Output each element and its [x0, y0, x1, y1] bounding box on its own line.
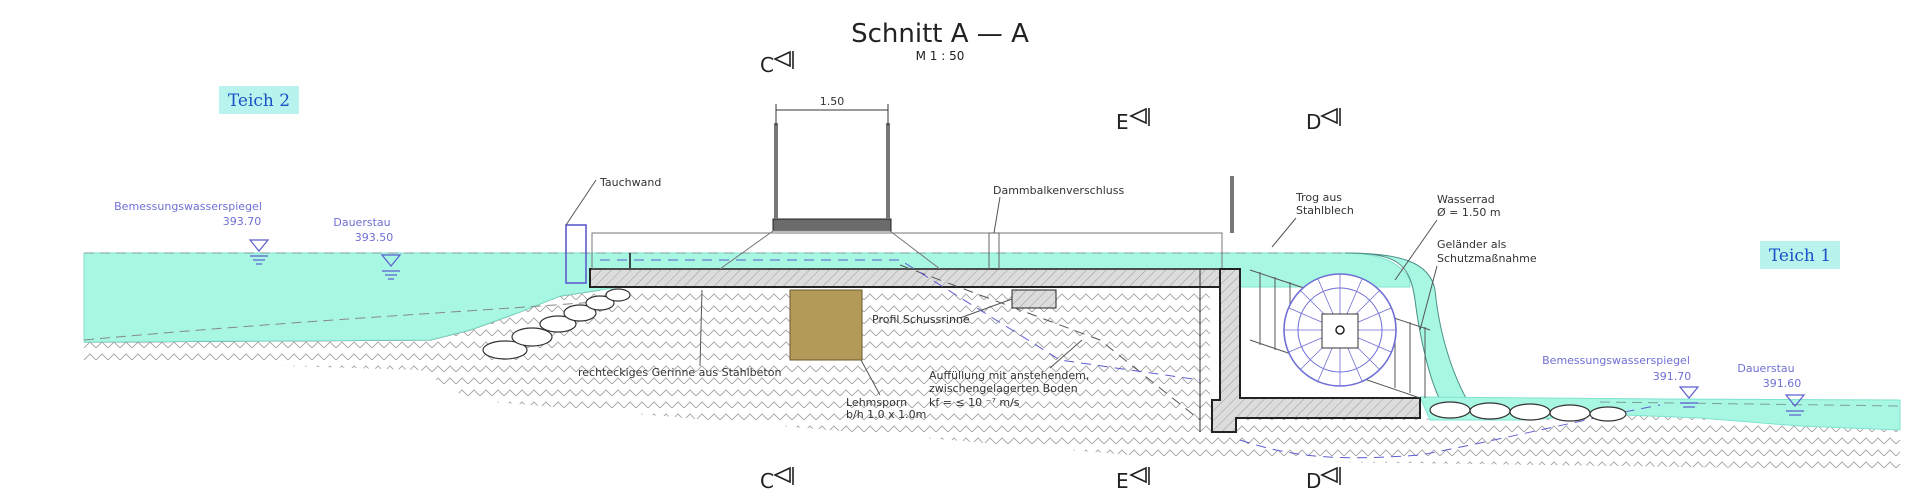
section-marker-d-top: D [1306, 107, 1341, 134]
section-arrow-icon [1320, 107, 1338, 125]
section-marker-d-bottom-label: D [1306, 469, 1321, 493]
downstream-design-level-label: Bemessungswasserspiegel [1542, 354, 1690, 367]
annotation-auffuellung-3: kf = ≤ 10 ⁻⁷ m/s [929, 396, 1020, 409]
dimension-label: 1.50 [820, 95, 845, 108]
pond-label-text: Teich 2 [228, 91, 290, 111]
annotation-trog-1: Trog aus [1295, 191, 1342, 204]
section-marker-d-top-label: D [1306, 110, 1321, 134]
annotation-tauchwand: Tauchwand [599, 176, 661, 189]
water-level-icon [248, 239, 270, 252]
level-symbol-downstream-permanent [1784, 394, 1806, 416]
drawing-scale: M 1 : 50 [916, 49, 965, 63]
annotation-trog-2: Stahlblech [1296, 204, 1354, 217]
level-symbol-downstream-design [1678, 386, 1700, 408]
water-level-icon [380, 254, 402, 267]
downstream-design-level-value: 391.70 [1653, 370, 1692, 383]
level-symbol-upstream-permanent [380, 254, 402, 280]
annotation-schussrinne: Profil Schussrinne [872, 313, 970, 326]
section-arrow-icon [773, 466, 791, 484]
upstream-permanent-level-value: 393.50 [355, 231, 394, 244]
annotation-wasserrad-1: Wasserrad [1437, 193, 1495, 206]
upstream-design-level-label: Bemessungswasserspiegel [114, 200, 262, 213]
concrete-channel [589, 268, 1221, 288]
downstream-permanent-level-value: 391.60 [1763, 377, 1802, 390]
annotation-auffuellung-2: zwischengelagerten Boden [929, 382, 1078, 395]
annotation-lehmsporn-2: b/h 1.0 x 1.0m [846, 408, 926, 421]
annotation-wasserrad-2: Ø = 1.50 m [1437, 206, 1501, 219]
pond-label-teich-2: Teich 2 [219, 86, 299, 114]
pond-label-bg [1760, 241, 1840, 269]
section-arrow-icon [1129, 466, 1147, 484]
pond-label-bg [219, 86, 299, 114]
section-marker-e-bottom-label: E [1116, 469, 1129, 493]
section-marker-d-bottom: D [1306, 466, 1341, 493]
section-marker-c-top-label: C [760, 53, 774, 77]
section-marker-c-bottom: C [760, 466, 794, 493]
riprap-right [1429, 401, 1627, 422]
section-marker-e-top: E [1116, 107, 1150, 134]
water-level-icon [1678, 386, 1700, 399]
annotation-lehmsporn-1: Lehmsporn [846, 396, 907, 409]
section-marker-c-top: C [760, 50, 794, 77]
tauchwand [565, 224, 587, 284]
section-marker-e-bottom: E [1116, 466, 1150, 493]
water-level-icon [1784, 394, 1806, 407]
level-symbol-upstream-design [248, 239, 270, 265]
upstream-design-level-value: 393.70 [223, 215, 262, 228]
section-arrow-icon [1129, 107, 1147, 125]
pond-label-text: Teich 1 [1769, 246, 1831, 266]
annotation-gerinne: rechteckiges Gerinne aus Stahlbeton [578, 366, 781, 379]
ground-left [84, 290, 1210, 460]
section-marker-e-top-label: E [1116, 110, 1129, 134]
pond-label-teich-1: Teich 1 [1760, 241, 1840, 269]
drop-structure [1211, 268, 1421, 433]
chute-profile [1011, 289, 1057, 309]
annotation-dammbalken: Dammbalkenverschluss [993, 184, 1124, 197]
clay-cutoff [789, 289, 863, 361]
bridge-deck [772, 218, 892, 232]
annotation-gelaender-2: Schutzmaßnahme [1437, 252, 1537, 265]
water-wheel [1283, 273, 1397, 387]
section-arrow-icon [1320, 466, 1338, 484]
annotation-gelaender-1: Geländer als [1437, 238, 1507, 251]
downstream-permanent-level-label: Dauerstau [1737, 362, 1794, 375]
annotation-auffuellung-1: Auffüllung mit anstehendem, [929, 369, 1089, 382]
drawing-title: Schnitt A — A [851, 19, 1029, 49]
wheel-axle-icon [1335, 325, 1345, 335]
section-arrow-icon [773, 50, 791, 68]
riprap-left [482, 288, 631, 360]
section-marker-c-bottom-label: C [760, 469, 774, 493]
upstream-permanent-level-label: Dauerstau [333, 216, 390, 229]
